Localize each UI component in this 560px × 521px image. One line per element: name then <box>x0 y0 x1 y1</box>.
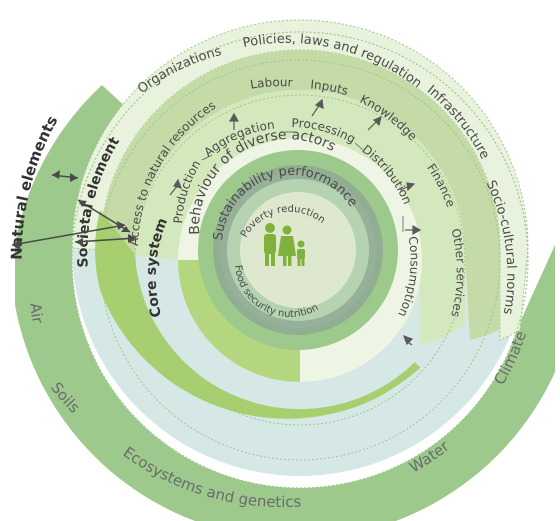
labour-label: Labour <box>249 75 293 92</box>
air-label: Air <box>26 302 47 325</box>
core-step-arrows <box>201 131 404 232</box>
support-ring <box>100 50 500 340</box>
center-ring-grey <box>213 165 383 335</box>
core-ring <box>135 90 465 345</box>
family-icon <box>264 223 305 266</box>
support-arrows <box>169 98 422 346</box>
core-lower-band <box>95 210 420 419</box>
flow-arrowheads <box>12 170 136 250</box>
